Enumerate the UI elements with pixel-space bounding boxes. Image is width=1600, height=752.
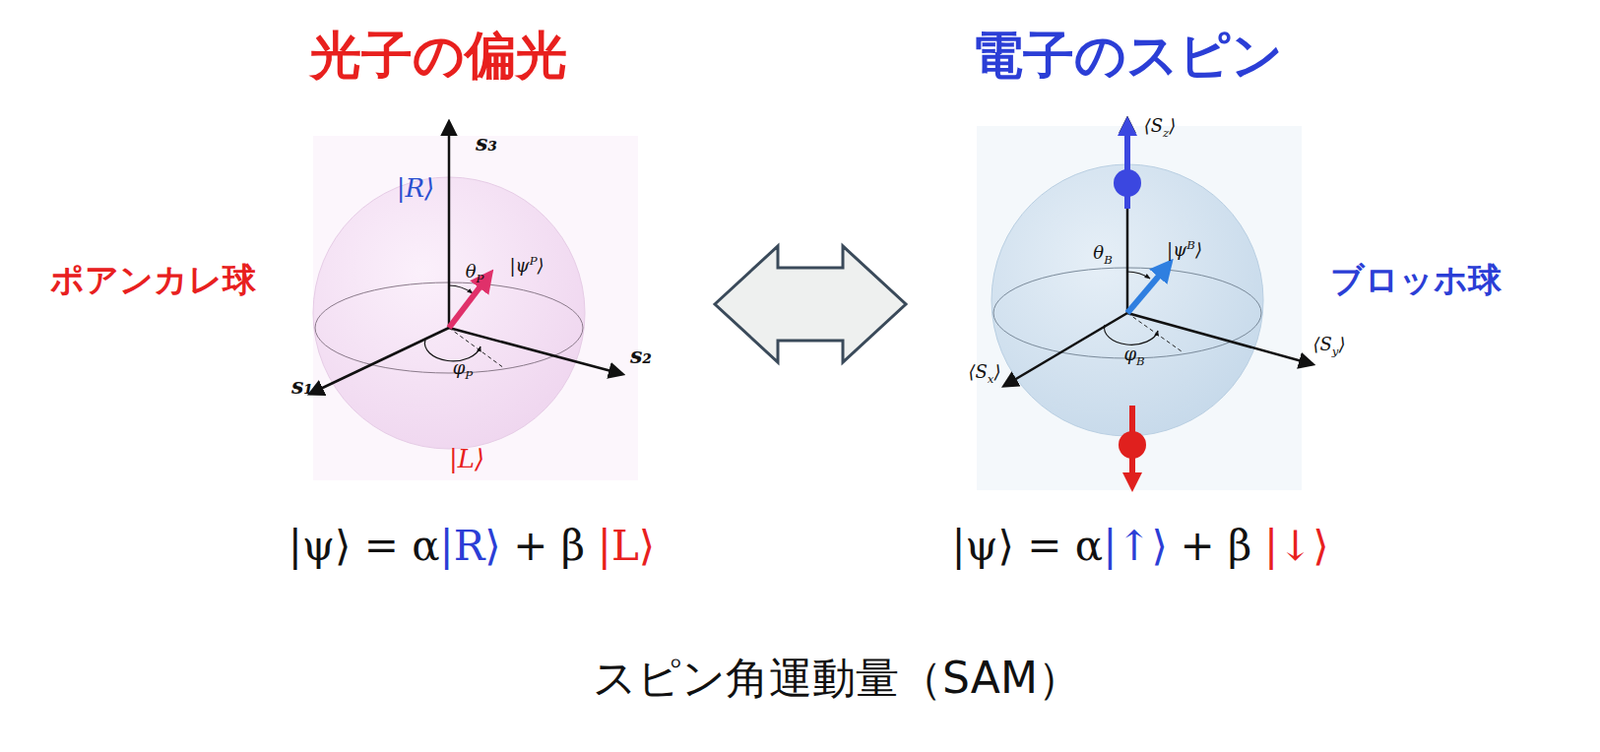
axis-label: ⟨Sx⟩: [968, 362, 1002, 386]
equation-part: + β: [512, 521, 585, 571]
equation: |ψ⟩ = α|↑⟩+ β|↓⟩: [951, 521, 1329, 571]
heading: 電子のスピン: [971, 26, 1283, 86]
sz-axis: [1126, 119, 1130, 314]
spin-down-ball: [1118, 431, 1147, 459]
axis-label: ⟨Sy⟩: [1313, 334, 1346, 359]
equation-part: |L⟩: [597, 521, 655, 571]
angle-label: φB: [1123, 344, 1145, 369]
state-label: |L⟩: [448, 445, 485, 475]
sx-axis: [1004, 313, 1128, 386]
angle-label: φP: [452, 358, 473, 383]
angle-label: θP: [465, 261, 485, 286]
phi-arc: [1104, 324, 1158, 345]
spin-up-head: [1117, 116, 1138, 136]
axis-label: s₁: [291, 374, 314, 399]
equation-part: |ψ⟩ = α: [288, 521, 441, 571]
equation-part: |↓⟩: [1264, 521, 1330, 571]
poincare-sphere: [310, 122, 639, 481]
state-vector: [448, 278, 487, 328]
sphere-backdrop: [976, 126, 1302, 491]
double-arrow: [714, 246, 906, 363]
theta-arc: [1127, 271, 1151, 279]
state-label: |R⟩: [396, 174, 435, 204]
phi-arc: [424, 339, 481, 362]
theta-arc: [448, 285, 473, 294]
s3-axis: [448, 122, 451, 328]
state-vector: [1127, 267, 1166, 314]
sphere-name: ポアンカレ球: [50, 260, 256, 300]
equation-part: |ψ⟩ = α: [951, 521, 1103, 571]
state-label: |ψP⟩: [509, 255, 544, 277]
angle-label: θB: [1092, 243, 1112, 267]
spin-up-ball: [1113, 169, 1142, 197]
sphere-name: ブロッホ球: [1330, 260, 1502, 300]
heading: 光子の偏光: [310, 26, 568, 86]
equation-part: + β: [1179, 521, 1252, 571]
caption: スピン角運動量（SAM）: [592, 653, 1082, 704]
sphere-backdrop: [313, 135, 639, 481]
bloch-sphere: [976, 116, 1313, 493]
axis-label: s₃: [475, 130, 498, 156]
axis-label: s₂: [630, 343, 652, 369]
axis-label: ⟨Sz⟩: [1144, 116, 1177, 140]
equation: |ψ⟩ = α|R⟩+ β|L⟩: [288, 521, 655, 571]
spin-down-head: [1122, 472, 1143, 493]
s2-axis: [448, 327, 623, 375]
equation-part: |↑⟩: [1102, 521, 1168, 571]
sy-axis: [1127, 313, 1313, 365]
equation-part: |R⟩: [440, 521, 502, 571]
s1-axis: [310, 327, 449, 394]
state-label: |ψB⟩: [1166, 239, 1203, 261]
